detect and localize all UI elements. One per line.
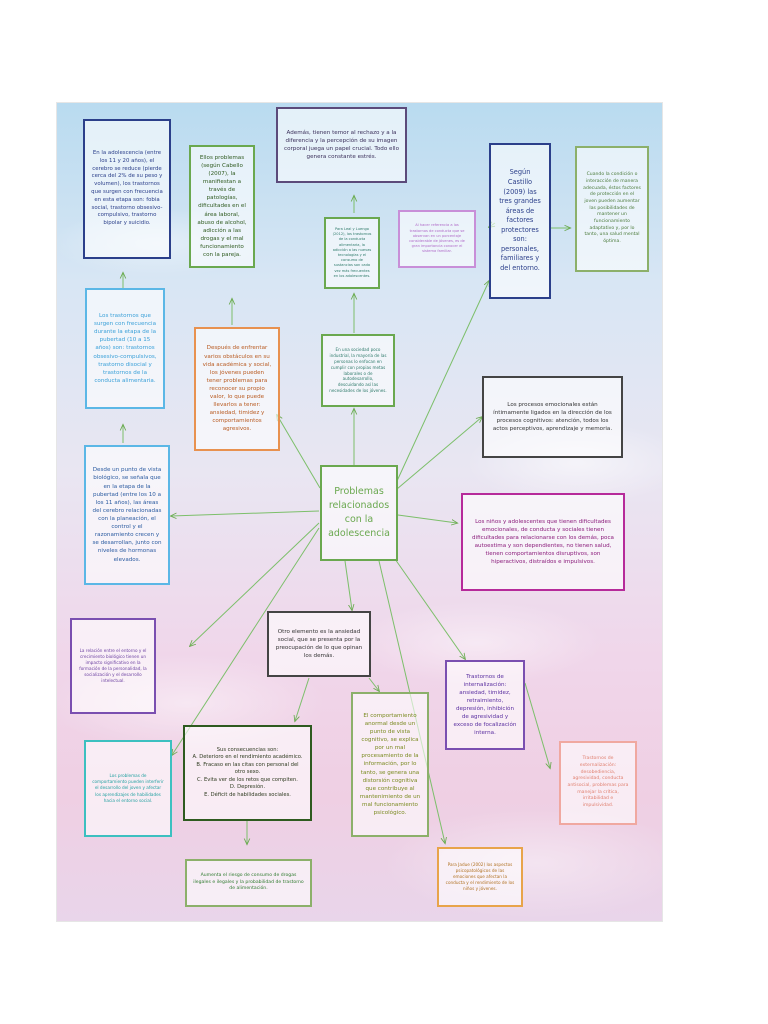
node-biological-view: Desde un punto de vista biológico, se se… xyxy=(84,445,170,585)
node-text: Según Castillo (2009) las tres grandes á… xyxy=(499,168,541,272)
link-center-n15 xyxy=(344,560,352,610)
node-internalization: Trastornos de internalización: ansiedad,… xyxy=(445,660,525,750)
node-text: La relación entre el entorno y el crecim… xyxy=(79,647,147,684)
node-behavior-problems: Los problemas de comportamiento pueden i… xyxy=(84,740,172,837)
link-center-n14 xyxy=(190,522,320,646)
node-text: En la adolescencia (entre los 11 y 20 añ… xyxy=(91,149,163,227)
node-castillo-factors: Según Castillo (2009) las tres grandes á… xyxy=(489,143,551,299)
node-emotional-processes: Los procesos emocionales están íntimamen… xyxy=(482,376,623,458)
node-text: Otro elemento es la ansiedad social, que… xyxy=(275,628,363,660)
node-text: Desde un punto de vista biológico, se se… xyxy=(92,467,162,563)
node-text: Los problemas de comportamiento pueden i… xyxy=(92,773,164,803)
node-text: Ellos problemas (según Cabello (2007), l… xyxy=(197,154,247,259)
link-center-n6 xyxy=(396,281,489,482)
link-n15-n19 xyxy=(368,677,379,691)
node-externalization: Trastornos de externalización: desobedie… xyxy=(559,741,637,825)
node-leal-luengo: Para Leal y Luengo (2012), los trastorno… xyxy=(324,217,380,289)
node-text: Después de enfrentar varios obstáculos e… xyxy=(202,345,272,433)
center-node-text: Problemas relacionados con la adolescenc… xyxy=(328,485,390,540)
node-jadue: Para Jadue (2002) los aspectos psicopato… xyxy=(437,847,523,907)
node-text: El comportamiento anormal desde un punto… xyxy=(359,712,421,817)
link-n15-n18 xyxy=(295,677,310,721)
node-social-anxiety: Otro elemento es la ansiedad social, que… xyxy=(267,611,371,677)
node-text: Los trastornos que surgen con frecuencia… xyxy=(93,313,157,384)
link-n16-n20 xyxy=(524,682,550,768)
node-text: Sus consecuencias son: A. Deterioro en e… xyxy=(192,746,303,798)
node-protection-factors: Cuando la condición o interacción de man… xyxy=(575,146,649,272)
node-rejection-fear: Además, tienen temor al rechazo y a la d… xyxy=(276,107,407,183)
node-emotional-difficulties: Los niños y adolescentes que tienen difi… xyxy=(461,493,625,591)
node-puberty-disorders: Los trastornos que surgen con frecuencia… xyxy=(85,288,165,409)
node-text: Trastornos de externalización: desobedie… xyxy=(567,756,629,808)
node-industrial-society: En una sociedad poco industrial, la mayo… xyxy=(321,334,395,407)
node-self-worth: Después de enfrentar varios obstáculos e… xyxy=(194,327,280,451)
link-center-n13 xyxy=(397,514,457,523)
node-text: Al hacer referencia a los trastornos de … xyxy=(409,223,465,254)
node-cognitive-view: El comportamiento anormal desde un punto… xyxy=(351,692,429,837)
node-text: Trastornos de internalización: ansiedad,… xyxy=(453,673,517,737)
node-consequences: Sus consecuencias son: A. Deterioro en e… xyxy=(183,725,312,821)
node-text: En una sociedad poco industrial, la mayo… xyxy=(329,346,387,394)
link-center-n11 xyxy=(396,417,482,490)
center-node: Problemas relacionados con la adolescenc… xyxy=(320,465,398,561)
mind-map-poster: Problemas relacionados con la adolescenc… xyxy=(57,103,662,921)
node-environment-growth: La relación entre el entorno y el crecim… xyxy=(70,618,156,714)
link-center-n17 xyxy=(172,527,320,755)
node-brain-reduction: En la adolescencia (entre los 11 y 20 añ… xyxy=(83,119,171,259)
link-center-n12 xyxy=(171,510,320,516)
node-text: Aumenta el riesgo de consumo de drogas i… xyxy=(193,873,304,892)
node-text: Además, tienen temor al rechazo y a la d… xyxy=(284,129,399,161)
link-center-n16 xyxy=(394,558,465,659)
node-text: Para Jadue (2002) los aspectos psicopato… xyxy=(445,861,515,892)
node-text: Para Leal y Luengo (2012), los trastorno… xyxy=(332,226,372,278)
link-center-n9 xyxy=(277,415,321,489)
node-text: Los procesos emocionales están íntimamen… xyxy=(492,401,613,433)
connector-lines xyxy=(57,103,662,921)
node-text: Los niños y adolescentes que tienen difi… xyxy=(472,518,614,566)
node-text: Cuando la condición o interacción de man… xyxy=(583,172,641,244)
node-family-system: Al hacer referencia a los trastornos de … xyxy=(398,210,476,268)
node-drug-risk: Aumenta el riesgo de consumo de drogas i… xyxy=(185,859,312,907)
node-cabello-problems: Ellos problemas (según Cabello (2007), l… xyxy=(189,145,255,268)
